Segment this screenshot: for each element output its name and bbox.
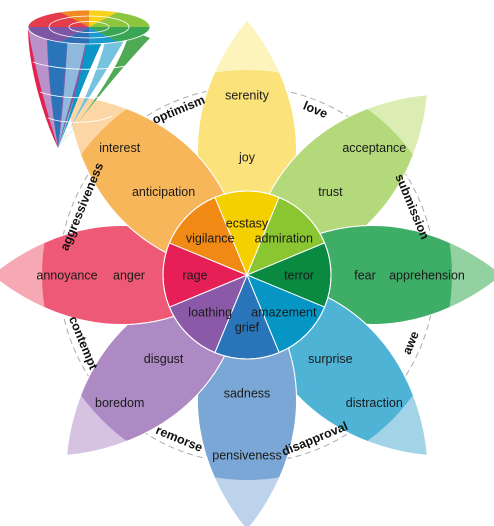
label-vigilance: vigilance — [186, 232, 235, 246]
dyad-optimism: optimism — [150, 93, 207, 127]
emotion-labels: ecstasy joy serenity admiration trust accepta… — [36, 89, 465, 463]
label-terror: terror — [284, 269, 314, 283]
label-admiration: admiration — [255, 232, 313, 246]
label-sadness: sadness — [224, 387, 271, 401]
label-annoyance: annoyance — [36, 269, 97, 283]
label-pensiveness: pensiveness — [212, 449, 282, 463]
label-grief: grief — [235, 321, 260, 335]
label-serenity: serenity — [225, 89, 270, 103]
label-ecstasy: ecstasy — [226, 217, 269, 231]
label-disgust: disgust — [144, 352, 184, 366]
label-fear: fear — [354, 269, 376, 283]
label-rage: rage — [182, 269, 207, 283]
label-apprehension: apprehension — [389, 269, 465, 283]
label-anticipation: anticipation — [132, 185, 195, 199]
emotion-cone-icon — [27, 9, 151, 148]
label-surprise: surprise — [308, 352, 353, 366]
label-joy: joy — [238, 151, 256, 165]
label-boredom: boredom — [95, 396, 144, 410]
label-distraction: distraction — [346, 396, 403, 410]
label-trust: trust — [318, 185, 343, 199]
label-interest: interest — [99, 141, 141, 155]
dyad-love: love — [301, 99, 330, 122]
dyad-awe: awe — [400, 329, 422, 356]
label-loathing: loathing — [188, 305, 232, 319]
label-anger: anger — [113, 269, 145, 283]
label-amazement: amazement — [251, 305, 317, 319]
label-acceptance: acceptance — [342, 141, 406, 155]
emotion-petals — [0, 19, 494, 526]
